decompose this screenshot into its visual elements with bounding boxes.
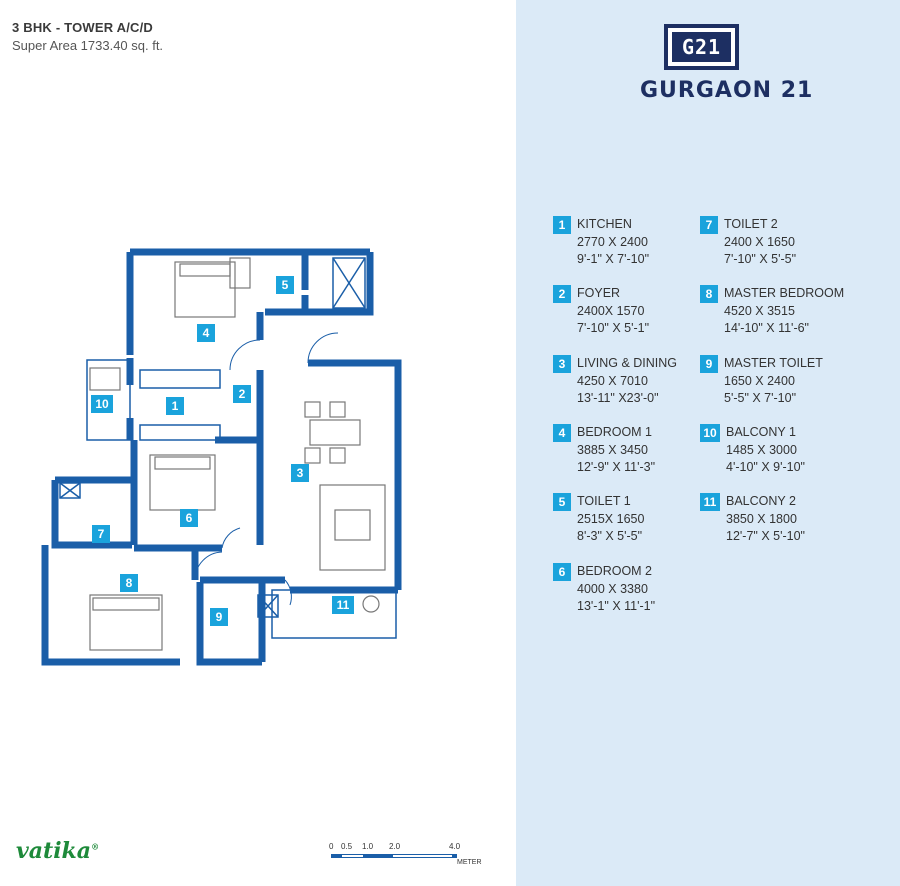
plan-label-11: 11: [332, 596, 354, 614]
g21-logo: G21: [664, 24, 739, 70]
plan-label-9: 9: [210, 608, 228, 626]
scale-unit: METER: [457, 859, 482, 866]
legend-panel: [516, 0, 900, 886]
logo-mark: G21: [681, 35, 722, 59]
plan-label-1: 1: [166, 397, 184, 415]
plan-label-8: 8: [120, 574, 138, 592]
scale-label: 0.5: [341, 842, 353, 851]
vatika-logo: vatika®: [16, 838, 100, 864]
project-name: GURGAON 21: [640, 78, 814, 103]
scale-label: 2.0: [389, 842, 401, 851]
floor-plan: [41, 248, 402, 666]
plan-label-7: 7: [92, 525, 110, 543]
scale-label: 0: [329, 842, 334, 851]
plan-label-10: 10: [91, 395, 113, 413]
scale-label: 4.0: [449, 842, 461, 851]
plan-label-5: 5: [276, 276, 294, 294]
plan-label-6: 6: [180, 509, 198, 527]
plan-label-4: 4: [197, 324, 215, 342]
floor-plan-panel: 3 BHK - TOWER A/C/D Super Area 1733.40 s…: [12, 20, 495, 872]
super-area: Super Area 1733.40 sq. ft.: [12, 38, 164, 53]
unit-title: 3 BHK - TOWER A/C/D: [12, 20, 154, 35]
plan-label-2: 2: [233, 385, 251, 403]
plan-label-3: 3: [291, 464, 309, 482]
scale-label: 1.0: [362, 842, 374, 851]
scale-bar: 0 0.5 1.0 2.0 4.0 METER: [325, 842, 495, 872]
